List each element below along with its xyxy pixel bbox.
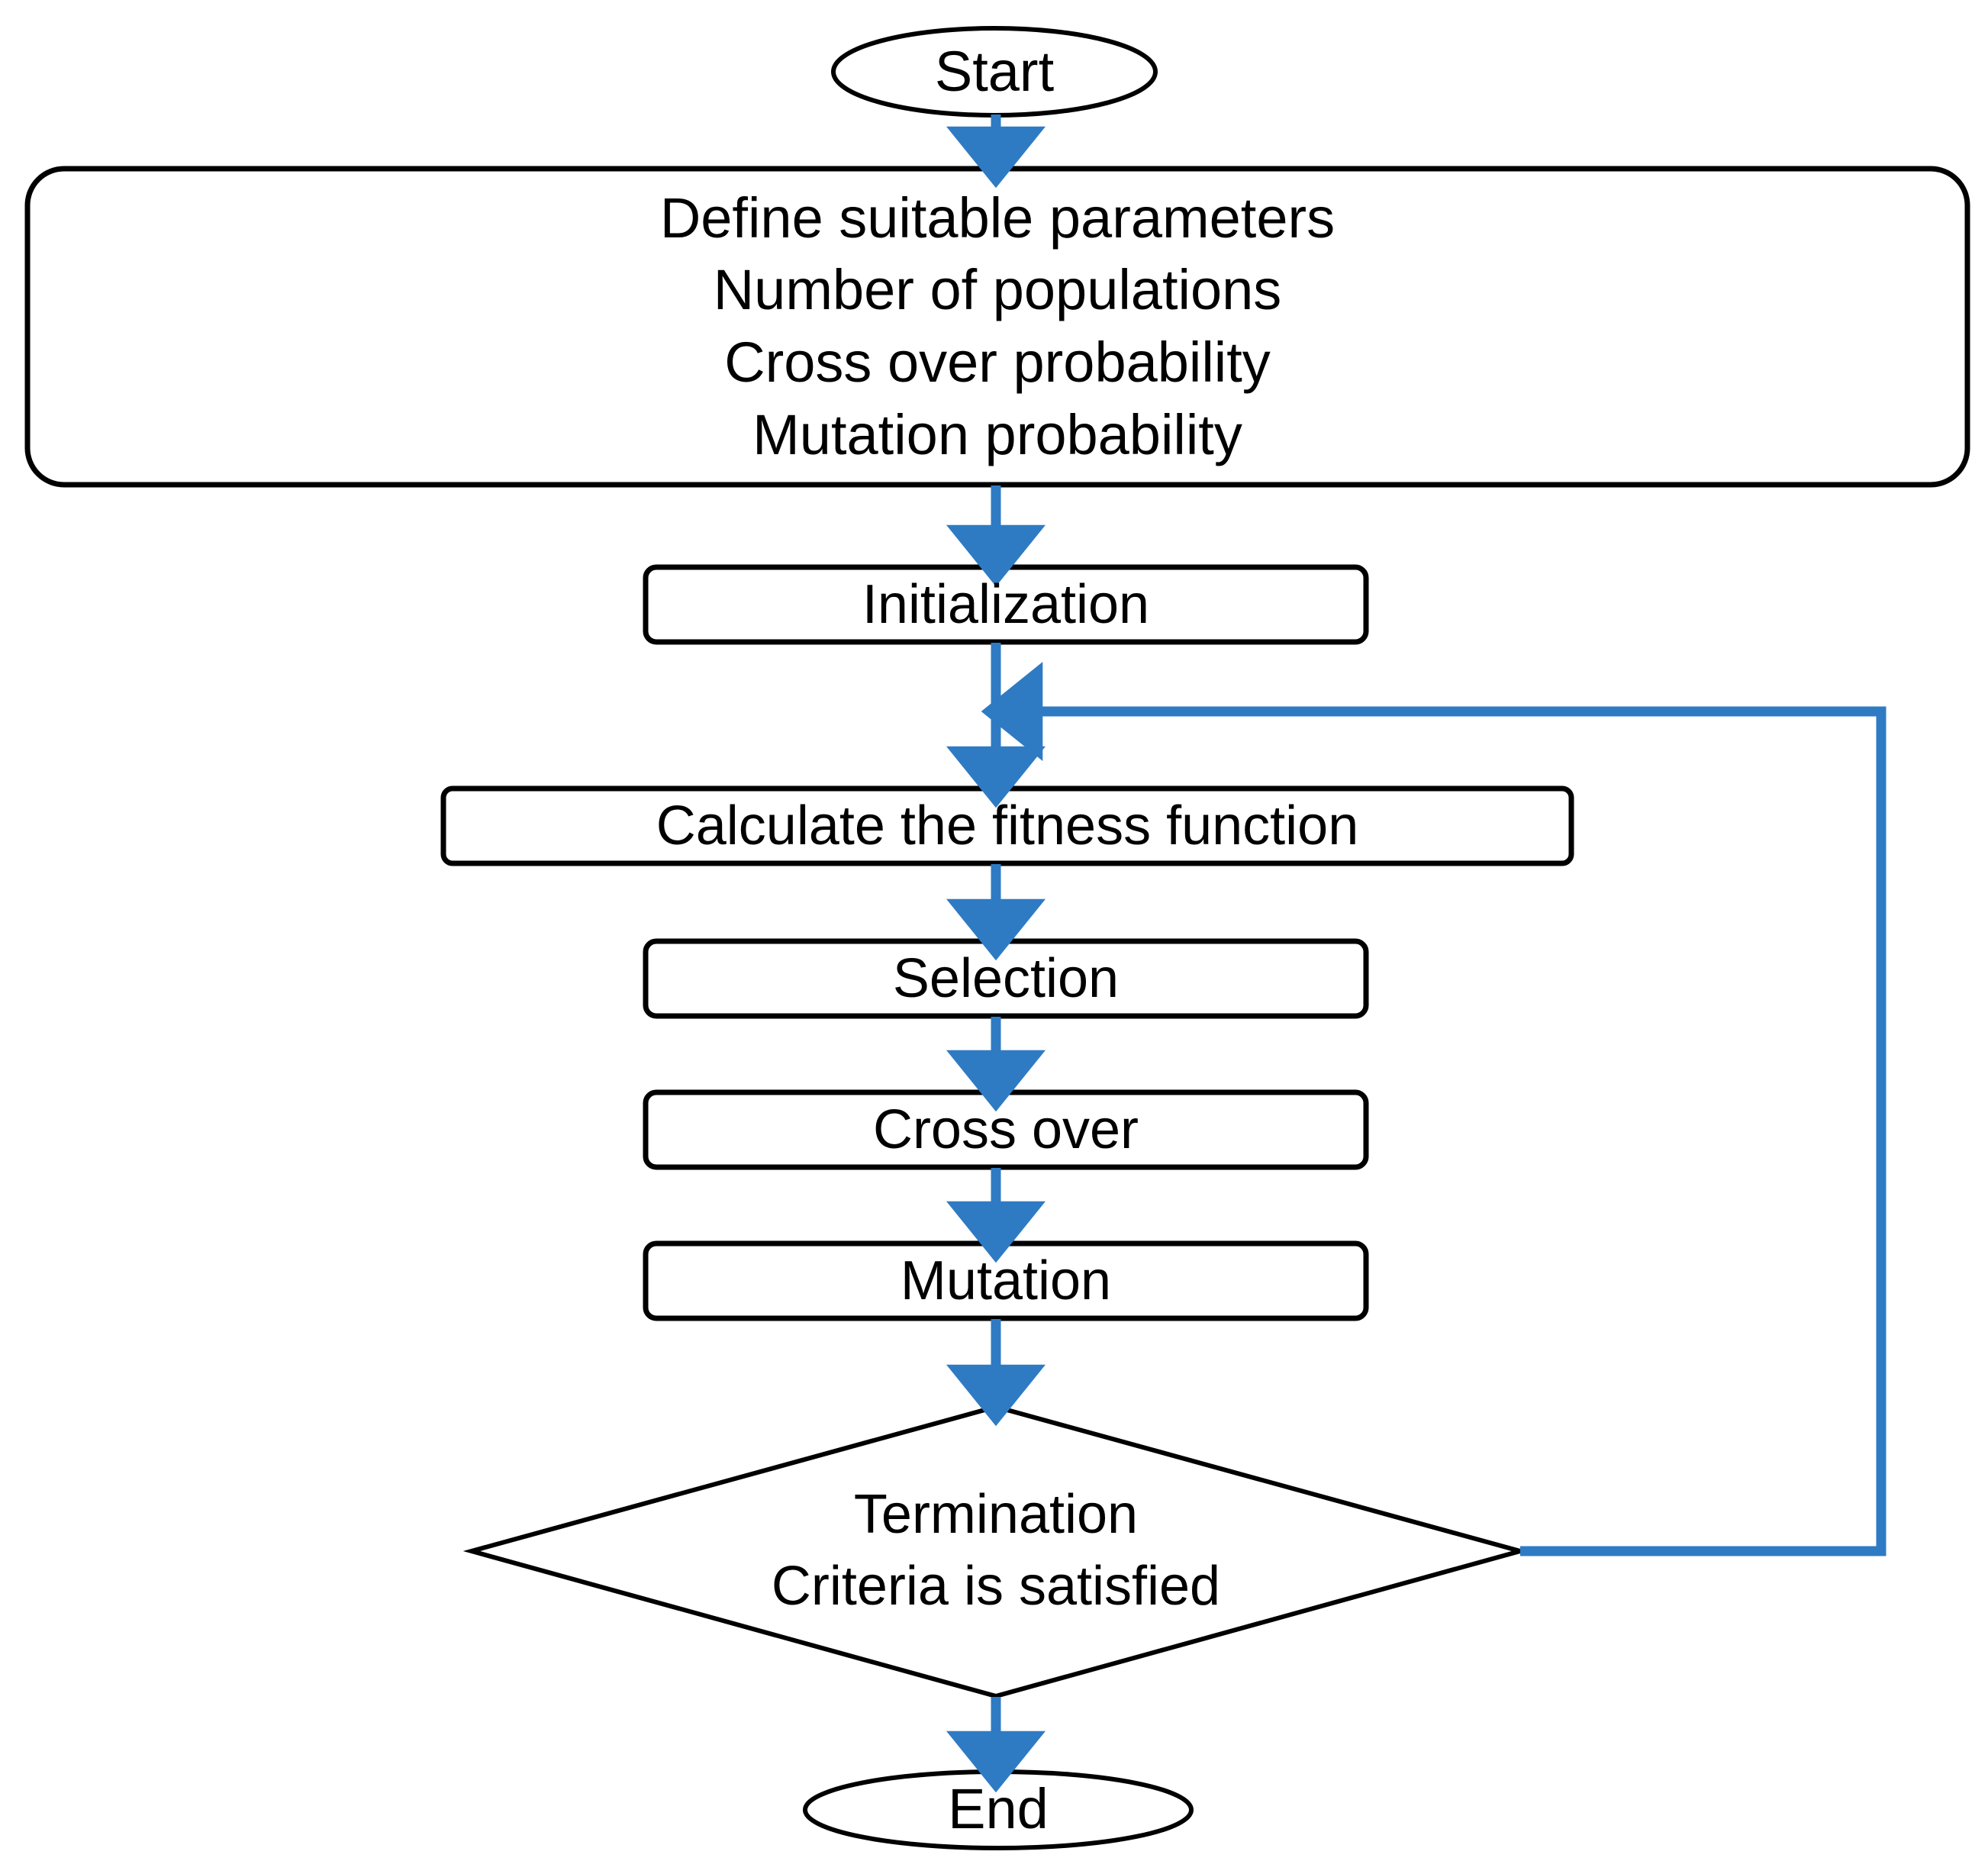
node-selection-shape[interactable] xyxy=(643,938,1369,1019)
node-crossover-shape[interactable] xyxy=(643,1089,1369,1170)
edge-termination-loop-back xyxy=(981,662,1887,1556)
node-fitness-shape[interactable] xyxy=(440,785,1574,866)
node-define-parameters-shape[interactable] xyxy=(24,166,1970,488)
node-termination-shape[interactable] xyxy=(462,1404,1529,1699)
node-initialization-shape[interactable] xyxy=(643,564,1369,645)
node-start-shape[interactable] xyxy=(831,26,1158,118)
node-end-shape[interactable] xyxy=(803,1769,1194,1850)
node-mutation-shape[interactable] xyxy=(643,1240,1369,1321)
